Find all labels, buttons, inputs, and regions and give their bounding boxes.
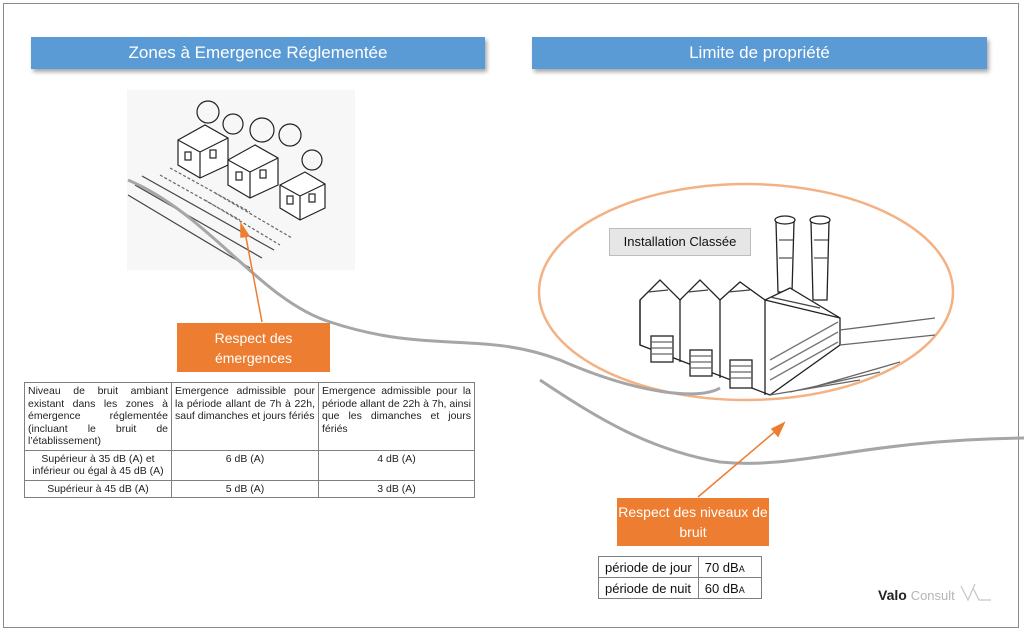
periode-label: période de jour [598,556,699,578]
periode-value: 70 dBA [697,556,762,578]
table-row: période de jour 70 dBA [598,556,762,578]
arrow-to-houses [240,221,263,323]
table-cell: 5 dB (A) [171,479,319,498]
zone-boundary-line [127,178,721,396]
arrow-to-boundary [697,421,786,498]
table-row: Supérieur à 45 dB (A) 5 dB (A) 3 dB (A) [24,479,475,498]
table-row: période de nuit 60 dBA [598,577,762,599]
property-boundary-ellipse [537,182,955,402]
emergence-table: Niveau de bruit ambiant existant dans le… [24,382,475,498]
table-header-cell: Niveau de bruit ambiant existant dans le… [24,382,172,451]
slide-frame [3,3,1019,628]
table-header-cell: Emergence admissible pour la période all… [318,382,475,451]
periode-label: période de nuit [598,577,699,599]
factory-illustration [639,215,936,396]
table-header-cell: Emergence admissible pour la période all… [171,382,319,451]
periode-value: 60 dBA [697,577,762,599]
table-header-row: Niveau de bruit ambiant existant dans le… [24,382,475,451]
respect-emergences-box: Respect des émergences [177,323,330,372]
property-boundary-line [539,378,1024,465]
niveaux-table: période de jour 70 dBA période de nuit 6… [598,556,762,599]
table-cell: 3 dB (A) [318,479,475,498]
table-cell: Supérieur à 35 dB (A) et inférieur ou ég… [24,449,172,481]
table-cell: 4 dB (A) [318,449,475,481]
houses-illustration [127,90,355,270]
table-cell: 6 dB (A) [171,449,319,481]
brand-suffix: Consult [910,588,955,603]
installation-classee-label: Installation Classée [609,228,751,256]
banner-limite-propriete: Limite de propriété [532,37,987,69]
banner-zones-emergence: Zones à Emergence Réglementée [31,37,485,69]
respect-niveaux-box: Respect des niveaux de bruit [617,498,769,546]
brand-mark-icon [960,583,991,602]
brand-logo: Valo Consult [878,582,993,604]
brand-name: Valo [878,587,907,603]
table-row: Supérieur à 35 dB (A) et inférieur ou ég… [24,449,475,481]
table-cell: Supérieur à 45 dB (A) [24,479,172,498]
